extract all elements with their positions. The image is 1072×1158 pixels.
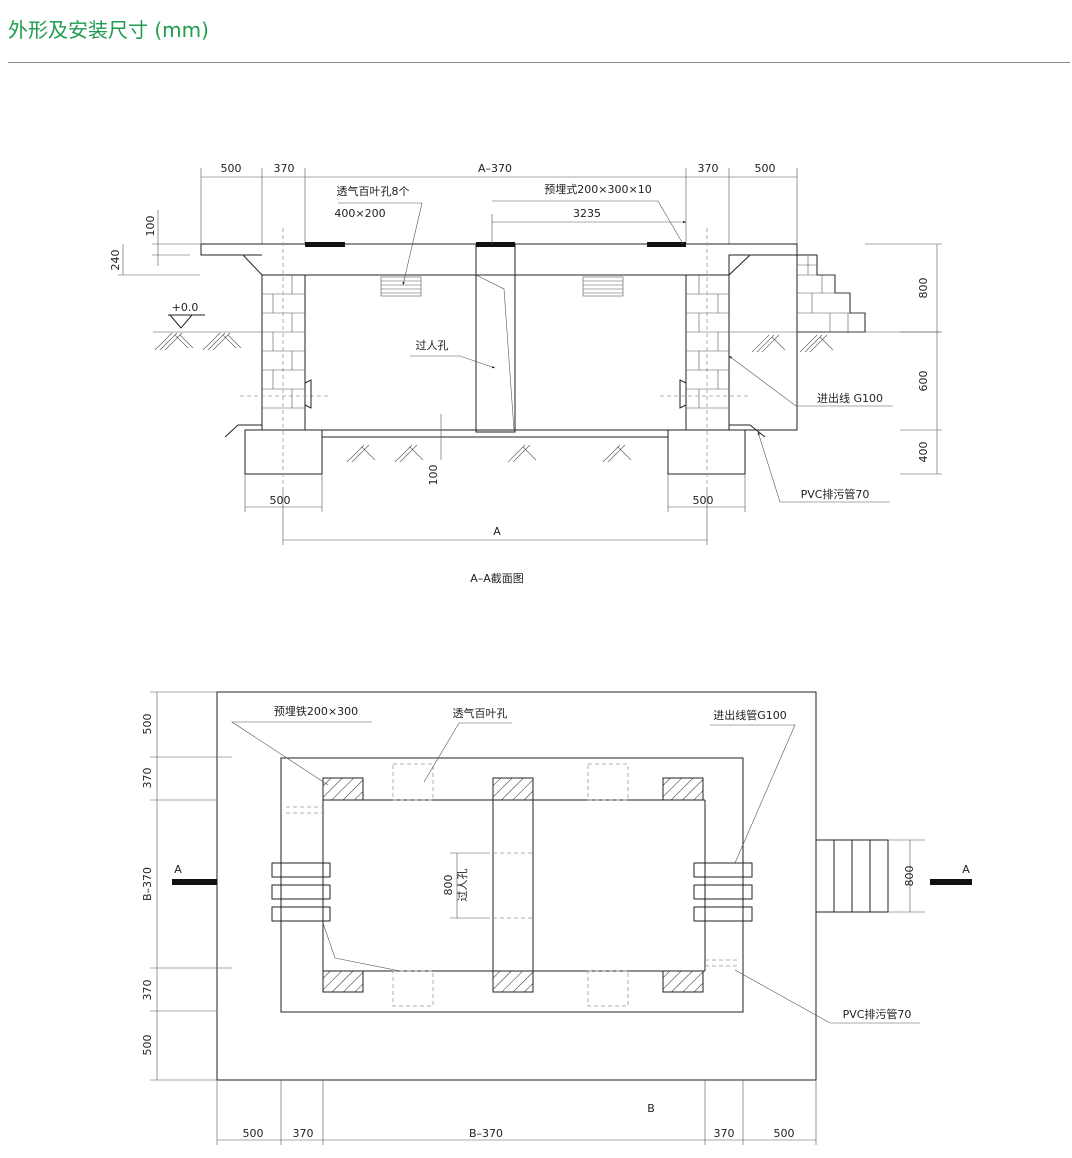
section-marker-right-label: A: [962, 863, 970, 876]
manhole-label: 过人孔: [416, 339, 449, 352]
section-marker-right: [930, 879, 972, 885]
embedded-iron-label: 预埋铁200×300: [274, 705, 358, 718]
cable-pipes-left: [271, 862, 331, 922]
embedded-iron-blocks: [322, 777, 704, 993]
embedded-plate: [305, 242, 345, 247]
stair-dim: 800: [903, 866, 916, 887]
dim-plan-bottom-500-right: 500: [774, 1127, 795, 1140]
section-marker-left: [172, 879, 217, 885]
dim-plan-bottom-b-370: B–370: [469, 1127, 503, 1140]
louver-right: [582, 276, 624, 297]
section-center-lines: [240, 228, 750, 490]
dim-500-right: 500: [755, 162, 776, 175]
section-caption: A–A截面图: [470, 571, 524, 585]
ground-level-label: +0.0: [172, 301, 199, 314]
dim-370-left: 370: [274, 162, 295, 175]
dim-plan-left-b-370: B–370: [141, 867, 154, 901]
plan-bottom-dimensions: [216, 1080, 817, 1145]
section-marker-left-label: A: [174, 863, 182, 876]
dim-plan-bottom-500-left: 500: [243, 1127, 264, 1140]
cable-entry-right: [679, 379, 687, 409]
drain-label: PVC排污管70: [843, 1007, 912, 1021]
ground-level-marker: +0.0: [168, 301, 205, 329]
dim-400: 400: [917, 442, 930, 463]
cable-pipes-right: [693, 862, 753, 922]
dim-footing-right: 500: [693, 494, 714, 507]
dim-plan-bottom-370-right: 370: [714, 1127, 735, 1140]
dim-600: 600: [917, 371, 930, 392]
louver-left: [380, 276, 422, 297]
dim-plan-left-500-bottom: 500: [141, 1035, 154, 1056]
dim-plan-bottom-370-left: 370: [293, 1127, 314, 1140]
section-right-dimensions: [865, 243, 942, 475]
section-bottom-dimensions: [244, 474, 746, 545]
dim-240: 240: [109, 250, 122, 271]
dim-plan-left-500-top: 500: [141, 714, 154, 735]
dim-plan-left-370-bottom: 370: [141, 980, 154, 1001]
embedded-plate: [476, 242, 515, 247]
plan-structure: [216, 691, 817, 1081]
entry-stairs: [815, 839, 889, 913]
dim-a: A: [493, 525, 501, 538]
embedded-offset-dim: 3235: [573, 207, 601, 220]
dim-500-left: 500: [221, 162, 242, 175]
section-structure: [200, 243, 866, 475]
cable-label: 进出线 G100: [817, 391, 883, 405]
section-left-dimensions: [118, 210, 201, 276]
dim-800: 800: [917, 278, 930, 299]
drain-label: PVC排污管70: [801, 487, 870, 501]
dim-370-right: 370: [698, 162, 719, 175]
embedded-plate: [647, 242, 686, 247]
embedded-plate-label: 预埋式200×300×10: [544, 183, 651, 196]
dim-footing-left: 500: [270, 494, 291, 507]
title-divider: [8, 62, 1070, 63]
dim-floor-gap: 100: [427, 465, 440, 486]
plan-view: A A 800 过人孔 预埋铁200×300 透气百叶孔 进出线管G100 PV…: [141, 691, 972, 1145]
manhole-dim: 800: [442, 875, 455, 896]
louver-size: 400×200: [334, 207, 385, 220]
dim-100: 100: [144, 216, 157, 237]
page-title: 外形及安装尺寸 (mm): [8, 18, 209, 42]
dim-plan-left-370-top: 370: [141, 768, 154, 789]
louver-label: 透气百叶孔: [453, 706, 508, 720]
plan-left-dimensions: [150, 691, 232, 1081]
manhole-label: 过人孔: [456, 869, 469, 902]
section-top-dimensions: 500 370 A–370 370 500: [200, 162, 798, 244]
cable-pipe-label: 进出线管G100: [713, 708, 787, 722]
section-view: 500 370 A–370 370 500: [109, 162, 942, 585]
dim-b: B: [647, 1102, 655, 1115]
louver-label: 透气百叶孔8个: [337, 184, 410, 198]
plan-hidden-lines: [286, 763, 740, 1007]
cable-entry-left: [304, 379, 312, 409]
dim-a-370: A–370: [478, 162, 512, 175]
